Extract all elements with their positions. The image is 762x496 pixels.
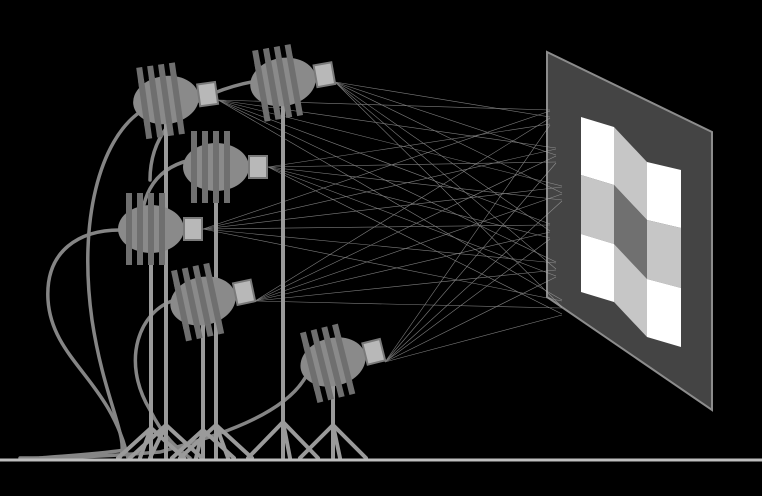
- light-beam: [217, 99, 551, 225]
- light-beam: [267, 166, 563, 201]
- light-beam: [202, 186, 563, 230]
- lamp-stripe: [265, 59, 280, 109]
- lamp-stripe: [170, 74, 184, 123]
- projection-screen: [546, 50, 713, 412]
- checker-cell: [581, 234, 614, 302]
- lamp-stripe: [324, 337, 342, 387]
- light-beam: [267, 166, 557, 277]
- lamp-stripe: [148, 77, 162, 126]
- light-beam: [334, 81, 563, 194]
- lamp-stripe: [184, 279, 201, 328]
- lamp-1: [133, 62, 220, 140]
- lamp-2: [250, 44, 337, 122]
- light-beam: [384, 276, 557, 363]
- light-beam: [217, 99, 563, 301]
- light-beam: [267, 161, 557, 168]
- checker-cell: [647, 279, 681, 347]
- light-beams: [202, 81, 563, 363]
- lamp-6: [300, 323, 387, 403]
- checker-cell: [647, 162, 681, 228]
- light-beam: [267, 166, 551, 239]
- lamp-stripe: [148, 205, 154, 253]
- checker-cell: [647, 220, 681, 288]
- lamp-stripe: [224, 143, 230, 191]
- lamp-lens: [196, 80, 220, 108]
- lamp-stripe: [205, 274, 222, 323]
- power-cables: [18, 78, 307, 460]
- light-beam: [384, 162, 557, 363]
- light-beam: [254, 231, 551, 302]
- lamp-stripe: [159, 75, 173, 125]
- checker-cell: [614, 127, 647, 220]
- lamp-stripe: [137, 205, 143, 253]
- light-beam: [217, 99, 557, 263]
- light-beam: [267, 166, 563, 315]
- light-beam: [202, 228, 557, 264]
- lamp-lens: [183, 217, 203, 241]
- lamp-5: [170, 262, 257, 342]
- light-beam: [254, 193, 563, 302]
- checker-cell: [614, 244, 647, 337]
- lamp-stripe: [126, 205, 132, 253]
- cable: [38, 448, 127, 460]
- lamp-stripe: [173, 281, 190, 330]
- lamp-stripe: [202, 143, 208, 191]
- lamp-lens: [231, 278, 257, 307]
- light-beam: [202, 110, 551, 230]
- lamp-stripe: [334, 335, 353, 384]
- light-beam: [334, 81, 557, 270]
- light-beam: [254, 155, 557, 302]
- tripod: [298, 423, 368, 460]
- lamp-stripe: [195, 276, 211, 326]
- tripod: [170, 428, 236, 460]
- lamp-stripe: [191, 143, 197, 191]
- checker-cell: [581, 175, 614, 244]
- light-beam: [384, 124, 551, 363]
- cable: [86, 110, 142, 460]
- tripod: [246, 420, 320, 460]
- light-beam: [254, 269, 557, 302]
- lamp-lens: [361, 337, 387, 366]
- lamp-stripe: [254, 61, 269, 110]
- light-beam: [267, 123, 551, 168]
- light-beam: [334, 81, 563, 308]
- lamp-3: [183, 131, 268, 203]
- light-beam: [334, 81, 551, 118]
- light-beam: [202, 224, 551, 230]
- light-beam: [384, 200, 563, 363]
- light-beam: [254, 117, 551, 302]
- lamp-stripe: [286, 55, 301, 105]
- light-beam: [334, 81, 557, 156]
- checker-cell: [614, 185, 647, 279]
- light-beam: [202, 148, 557, 230]
- checkerboard-pattern: [581, 117, 681, 347]
- light-beam: [334, 81, 551, 232]
- spotlights: [118, 44, 387, 403]
- lamp-stripe: [275, 57, 291, 107]
- light-beam: [384, 238, 551, 363]
- light-beam: [217, 99, 563, 187]
- checker-cell: [581, 117, 614, 185]
- lamp-lens: [248, 155, 268, 179]
- lamp-stripe: [213, 143, 219, 191]
- light-beam: [254, 300, 563, 309]
- lamp-stripe: [159, 205, 165, 253]
- lamp-4: [118, 193, 203, 265]
- cable: [46, 228, 130, 460]
- lamp-stripe: [313, 340, 332, 389]
- lamp-stripe: [302, 343, 321, 392]
- lamp-stripe: [137, 78, 151, 128]
- lamp-lens: [312, 61, 337, 89]
- light-beam: [384, 314, 563, 363]
- light-beam: [202, 228, 563, 302]
